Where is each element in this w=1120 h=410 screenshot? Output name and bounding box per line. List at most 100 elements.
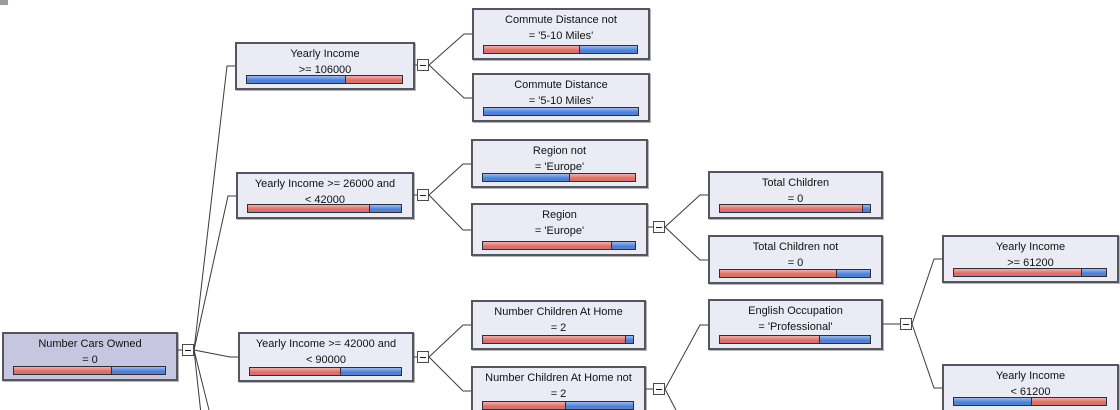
node-distribution-bar [719,335,872,344]
node-condition-label: = 0 [82,354,98,366]
node-distribution-bar [953,268,1108,277]
tree-node-c2[interactable]: Commute Distance = '5-10 Miles' [472,73,650,122]
node-attribute-label: Total Children not [752,241,839,253]
node-attribute-label: Yearly Income [995,370,1066,382]
bar-segment-blue [861,204,871,213]
node-attribute-label: Yearly Income >= 42000 and [255,338,397,350]
tree-node-t1[interactable]: Total Children = 0 [708,171,883,219]
node-attribute-label: Region not [532,145,587,157]
node-distribution-bar [482,335,635,344]
node-distribution-bar [719,204,872,213]
collapse-toggle-r2[interactable] [653,221,665,233]
node-condition-label: = 'Europe' [534,225,585,237]
tree-node-eo[interactable]: English Occupation = 'Professional' [708,299,883,350]
node-attribute-label: Commute Distance [514,79,608,91]
connector-line [428,64,472,99]
bar-segment-red [719,335,820,344]
bar-segment-blue [340,367,402,376]
clipped-node-fragment [0,0,8,5]
bar-segment-blue [246,75,346,84]
bar-segment-red [13,366,112,375]
node-attribute-label: Yearly Income [290,48,360,60]
minus-icon [420,357,426,358]
bar-segment-blue [818,335,871,344]
connector-line [193,65,235,351]
minus-icon [903,324,909,325]
node-distribution-bar [953,397,1108,406]
node-distribution-bar [246,75,404,84]
connector-line [428,194,471,231]
node-attribute-label: Number Children At Home [494,306,623,318]
node-condition-label: = 'Europe' [534,161,585,173]
connector-line [664,226,708,261]
node-attribute-label: Region [542,209,577,221]
node-attribute-label: English Occupation [748,305,843,317]
bar-segment-red [719,269,837,278]
minus-icon [656,389,662,390]
bar-segment-red [719,204,863,213]
bar-segment-blue [624,335,634,344]
tree-node-h1[interactable]: Number Children At Home = 2 [471,300,646,350]
connector-line [428,356,471,392]
node-attribute-label: Number Children At Home not [485,372,632,384]
node-condition-label: < 61200 [1010,386,1051,398]
bar-segment-blue [110,366,166,375]
node-condition-label: >= 61200 [1007,257,1054,269]
node-distribution-bar [482,173,637,182]
bar-segment-red [482,241,613,250]
bar-segment-red [249,367,342,376]
node-attribute-label: Yearly Income >= 26000 and [254,178,396,190]
node-condition-label: = 2 [550,322,567,334]
bar-segment-blue [369,204,402,213]
bar-segment-red [247,204,371,213]
tree-node-c1[interactable]: Commute Distance not= '5-10 Miles' [472,8,650,60]
bar-segment-red [482,335,626,344]
tree-node-r1[interactable]: Region not = 'Europe' [471,139,648,188]
tree-node-h2[interactable]: Number Children At Home not= 2 [471,366,646,410]
bar-segment-blue [835,269,871,278]
tree-node-root[interactable]: Number Cars Owned = 0 [2,332,178,381]
tree-node-n3[interactable]: Yearly Income >= 42000 and < 90000 [238,332,414,382]
bar-segment-blue [482,173,571,182]
connector-line [664,388,677,410]
connector-line [911,258,942,325]
collapse-toggle-eo[interactable] [900,318,912,330]
connector-line [664,324,708,390]
minus-icon [420,195,426,196]
bar-segment-red [1031,397,1107,406]
bar-segment-red [482,401,567,410]
node-condition-label: < 90000 [305,354,347,366]
tree-node-y2[interactable]: Yearly Income < 61200 [942,364,1119,410]
bar-segment-red [344,75,403,84]
node-attribute-label: Total Children [761,177,830,189]
node-condition-label: = 'Professional' [758,321,833,333]
node-attribute-label: Commute Distance not [505,14,617,26]
node-condition-label: >= 106000 [298,64,352,76]
tree-node-r2[interactable]: Region = 'Europe' [471,203,648,256]
collapse-toggle-n2[interactable] [417,189,429,201]
minus-icon [420,65,426,66]
collapse-toggle-root[interactable] [182,344,194,356]
bar-segment-blue [578,45,638,54]
connector-line [428,33,472,66]
node-condition-label: = '5-10 Miles' [528,95,594,107]
connector-line [193,349,202,410]
node-distribution-bar [247,204,403,213]
bar-segment-blue [1080,268,1107,277]
node-distribution-bar [482,241,637,250]
node-distribution-bar [483,45,639,54]
tree-node-n1[interactable]: Yearly Income >= 106000 [235,42,415,90]
connector-line [193,195,236,351]
tree-node-t2[interactable]: Total Children not= 0 [708,235,883,284]
bar-segment-red [483,45,580,54]
collapse-toggle-n3[interactable] [417,351,429,363]
collapse-toggle-n1[interactable] [417,59,429,71]
node-attribute-label: Number Cars Owned [38,338,142,350]
collapse-toggle-h2[interactable] [653,383,665,395]
connector-line [428,324,471,358]
node-condition-label: = 0 [787,193,804,205]
node-attribute-label: Yearly Income [995,241,1066,253]
tree-node-y1[interactable]: Yearly Income >= 61200 [942,235,1119,283]
tree-node-n2[interactable]: Yearly Income >= 26000 and< 42000 [236,172,414,219]
